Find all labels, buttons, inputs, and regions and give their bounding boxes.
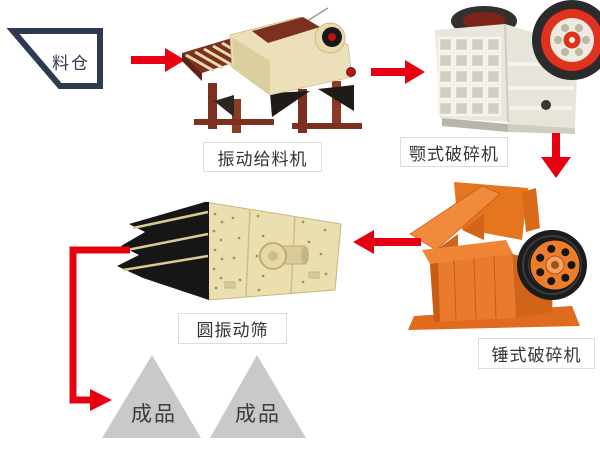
flow-elbow-arrow-to-product (69, 246, 130, 411)
product-pile-2 (210, 355, 306, 438)
product-label-1: 成品 (131, 403, 177, 426)
vibrating-feeder-label: 振动给料机 (203, 142, 322, 172)
product-label-2: 成品 (235, 403, 281, 426)
flow-arrow-down (541, 133, 571, 178)
flow-arrow-right-1 (131, 48, 185, 72)
hammer-crusher-illustration (408, 182, 587, 330)
product-piles (102, 355, 306, 438)
product-pile-1 (102, 355, 201, 438)
vibrating-feeder-illustration (182, 7, 362, 133)
circular-vibrating-screen-illustration (117, 201, 342, 301)
jaw-crusher-label: 颚式破碎机 (400, 137, 508, 167)
jaw-crusher-illustration (435, 0, 600, 134)
flow-arrow-right-2 (371, 60, 425, 84)
flow-arrow-left (353, 230, 421, 254)
hammer-crusher-label: 锤式破碎机 (478, 338, 595, 369)
hopper-shape-icon (6, 28, 103, 89)
hopper-label: 料仓 (52, 54, 90, 73)
circular-vibrating-screen-label: 圆振动筛 (178, 313, 287, 344)
